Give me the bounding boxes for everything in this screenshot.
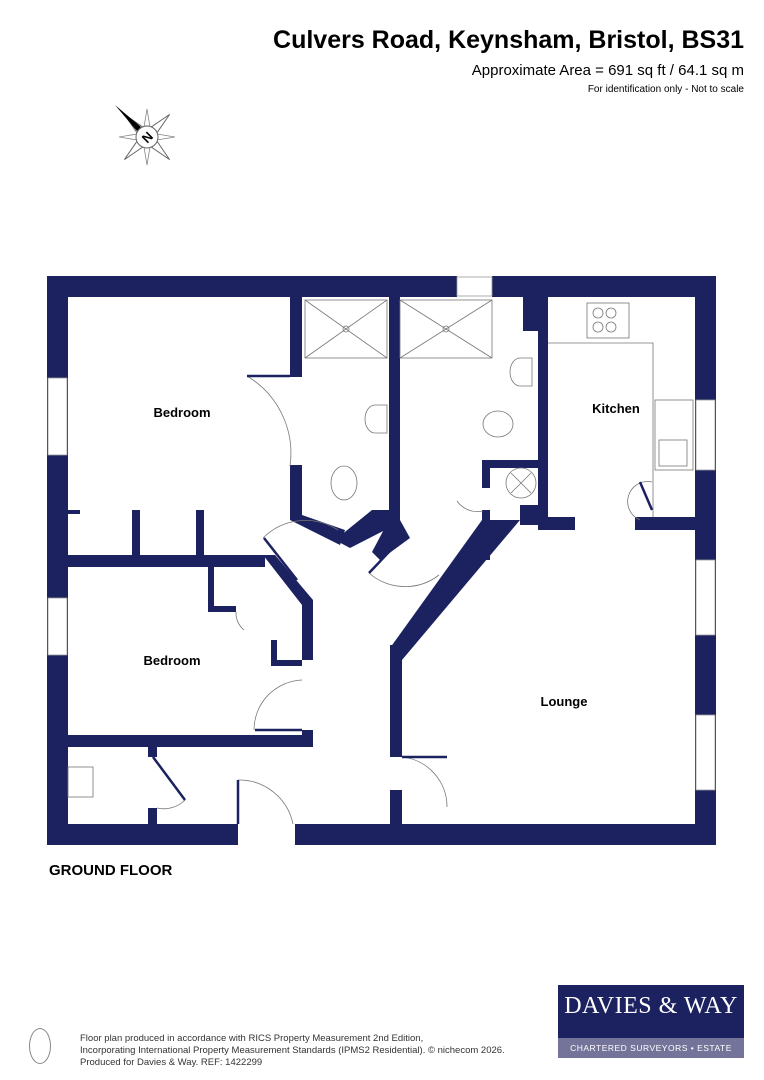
fixtures: [67, 299, 694, 825]
room-label-bedroom-2: Bedroom: [143, 653, 200, 668]
approximate-area: Approximate Area = 691 sq ft / 64.1 sq m: [471, 62, 744, 79]
property-address-title: Culvers Road, Keynsham, Bristol, BS31: [273, 26, 744, 54]
footer-line-2: Incorporating International Property Mea…: [80, 1045, 505, 1056]
hob-icon: [586, 302, 630, 339]
shower-tray-icon: [399, 299, 493, 359]
footer-notes: Floor plan produced in accordance with R…: [80, 1033, 505, 1069]
sink-icon: [364, 404, 388, 434]
scale-disclaimer: For identification only - Not to scale: [587, 84, 744, 95]
logo-brand: DAVIES & WAY: [564, 993, 738, 1019]
logo-tagline: CHARTERED SURVEYORS • ESTATE AGENTS: [558, 1038, 744, 1073]
boiler-icon: [505, 467, 537, 499]
agency-logo: DAVIES & WAY CHARTERED SURVEYORS • ESTAT…: [558, 985, 744, 1073]
room-label-lounge: Lounge: [541, 694, 588, 709]
room-label-kitchen: Kitchen: [592, 401, 640, 416]
compass-icon: N: [115, 105, 176, 166]
toilet-icon: [482, 410, 514, 438]
kitchen-sink-icon: [654, 399, 694, 471]
room-label-bedroom-1: Bedroom: [153, 405, 210, 420]
footer-line-3: Produced for Davies & Way. REF: 1422299: [80, 1057, 263, 1068]
person-icon: [29, 1028, 51, 1064]
toilet-icon: [330, 465, 358, 501]
door-leaves: [151, 374, 654, 824]
footer-line-1: Floor plan produced in accordance with R…: [80, 1033, 424, 1044]
floor-label: GROUND FLOOR: [49, 862, 173, 879]
windows: [47, 276, 716, 791]
shower-tray-icon: [304, 299, 388, 359]
sink-icon: [509, 357, 533, 387]
